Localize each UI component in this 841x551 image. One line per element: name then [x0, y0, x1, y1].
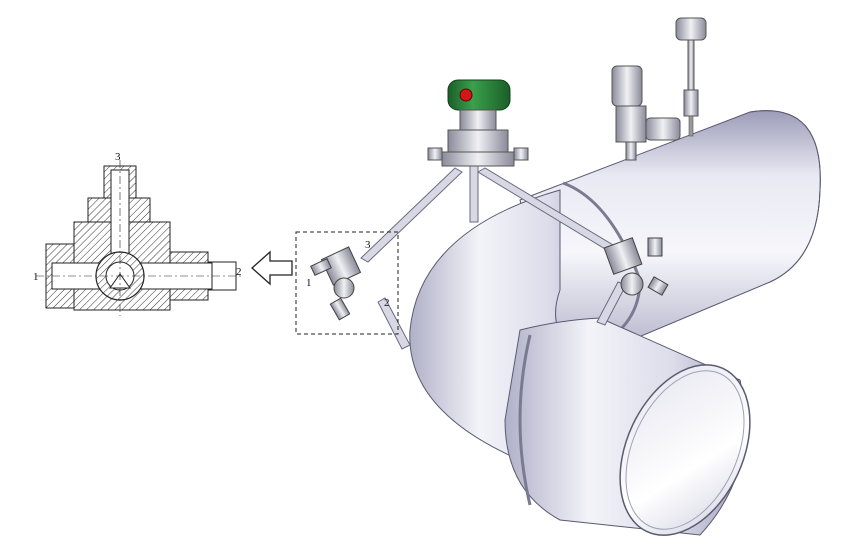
- hollow-left-arrow-icon: [251, 250, 293, 286]
- pressure-transmitter-icon: [427, 79, 529, 167]
- pipe-assembly: [409, 110, 821, 536]
- three-way-valve-right-icon: [603, 237, 669, 296]
- valve-port-label-3: 3: [365, 239, 371, 251]
- valve-section-view: 3 1 2: [33, 151, 242, 316]
- impulse-lines: [360, 159, 630, 350]
- section-port-label-3: 3: [115, 151, 121, 163]
- temperature-probe-icon: [675, 17, 707, 137]
- section-port-label-1: 1: [33, 271, 39, 283]
- valve-port-label-1: 1: [306, 277, 312, 289]
- section-port-label-2: 2: [236, 266, 242, 278]
- pressure-transmitter-small-icon: [611, 65, 681, 161]
- three-way-valve-icon: 3 1 2: [295, 231, 399, 335]
- valve-port-label-2: 2: [384, 297, 390, 309]
